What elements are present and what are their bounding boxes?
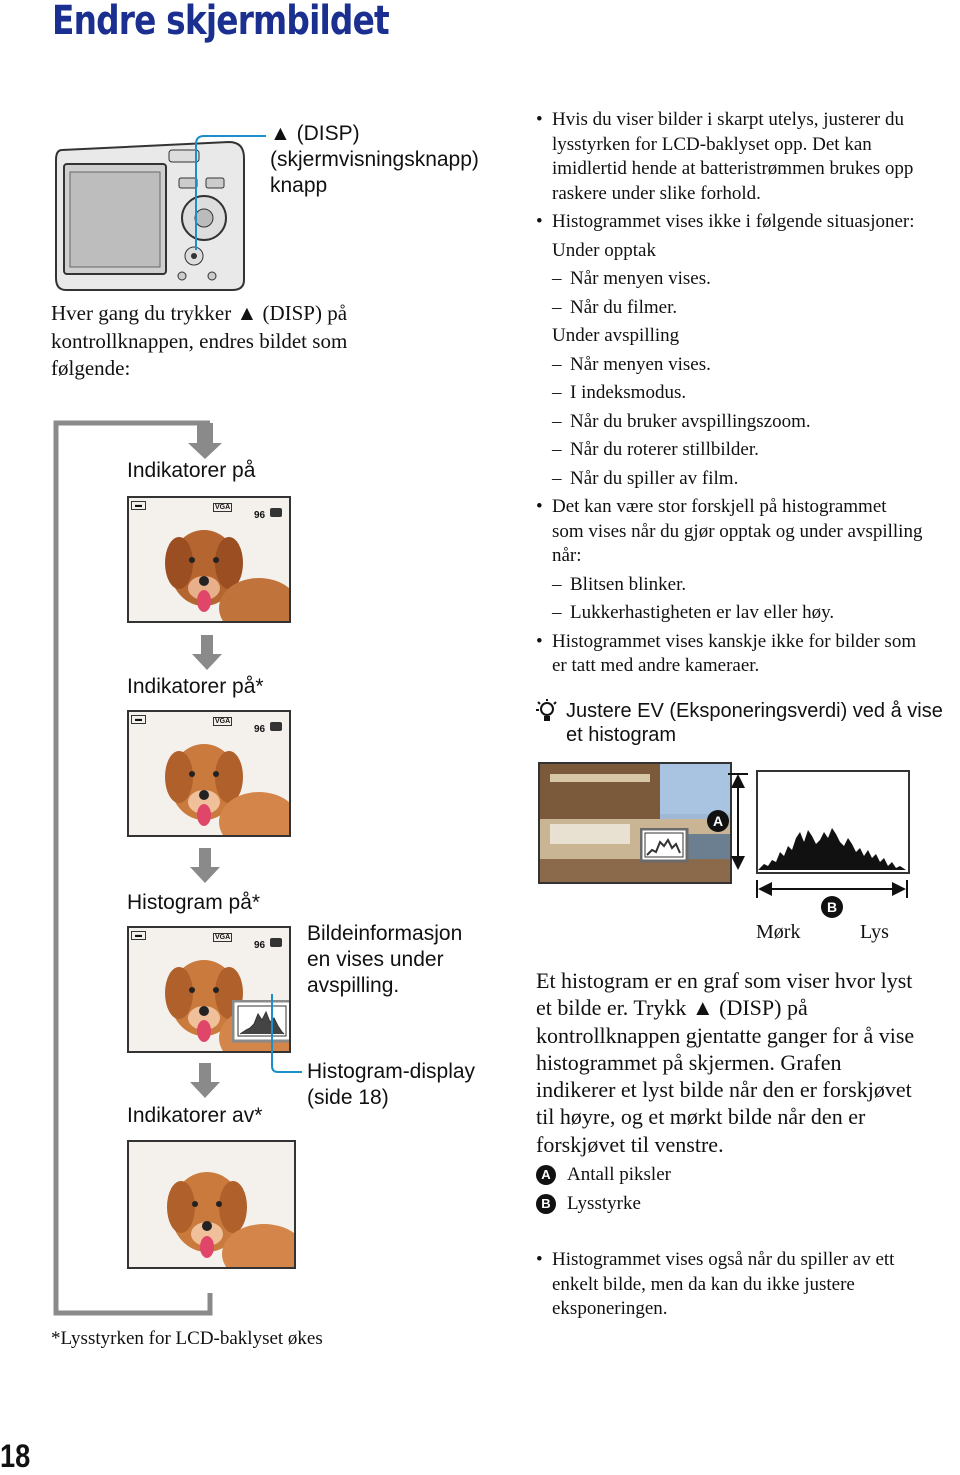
image-size-badge: VGA [213,933,233,942]
histogram-note: Histogram-display(side 18) [307,1060,476,1109]
histogram-explanation: Et histogram er en graf som viser hvor l… [536,968,915,1157]
callout-line [195,135,266,250]
dash-item: –Når du spiller av film. [552,467,739,489]
dash-item: –I indeksmodus. [552,382,687,403]
cycle-bracket [53,420,222,1316]
histogram-overlay [640,828,689,863]
screen-indicators-off [127,1140,296,1269]
remaining-count: 96 [254,940,266,951]
dash-item: –Når du bruker avspillingszoom. [552,410,811,432]
battery-icon: ▬ [131,931,146,940]
dash-item: –Lukkerhastigheten er lav eller høy. [552,602,835,623]
brightness-arrow [756,880,908,898]
bullet-item: • Hvis du viser bilder i skarpt utelys, … [536,109,914,204]
subheading: Under avspilling [552,325,680,346]
screen-histogram-on: ▬ VGA 96 [127,926,291,1053]
histogram-graph [756,770,910,874]
image-size-badge: VGA [213,503,233,512]
footnote: *Lysstyrken for LCD-baklyset økes [51,1328,323,1349]
remaining-count: 96 [254,510,266,521]
screen-indicators-on-bright: ▬ VGA 96 [127,710,291,837]
dog-photo [167,1172,294,1267]
memory-icon [270,508,282,517]
mode-label: Histogram på* [127,891,261,914]
mode-label: Indikatorer av* [127,1104,263,1127]
badge-b: B [821,896,843,918]
dash-item: –Når du roterer stillbilder. [552,439,759,460]
page-number: 18 [0,1438,31,1474]
subheading: Under opptak [552,239,656,261]
mode-label: Indikatorer på* [127,675,264,698]
sample-photo [538,762,732,884]
remaining-count: 96 [254,724,266,735]
dash-item: –Når du filmer. [552,296,678,318]
legend-item-a: A Antall piksler [536,1163,671,1188]
pixel-count-arrow [728,773,748,870]
dash-item: –Når menyen vises. [552,353,711,375]
dash-item: –Blitsen blinker. [552,573,687,595]
battery-icon: ▬ [131,715,146,724]
screen-indicators-on: ▬ VGA 96 [127,496,291,623]
memory-icon [270,722,282,731]
bullet-item: • Det kan være stor forskjell på histogr… [536,496,923,566]
notes-column: • Hvis du viser bilder i skarpt utelys, … [536,108,960,679]
building-photo [540,764,730,882]
legend: A Antall piksler B Lysstyrke [536,1163,671,1216]
memory-icon [270,938,282,947]
bullet-item: • Histogrammet vises kanskje ikke for bi… [536,630,917,677]
dog-photo [165,744,289,835]
dark-label: Mørk [756,921,801,943]
tip-bulb-icon [536,699,557,721]
tip-heading: Justere EV (Eksponeringsverdi) ved å vis… [566,700,943,746]
badge-a: A [707,810,729,832]
histogram-connector [271,994,302,1073]
dog-photo [165,530,289,621]
disp-button-callout: ▲ (DISP) (skjermvisningsknapp) knapp [270,122,479,197]
bullet-item: • Histogrammet vises også når du spiller… [536,1249,895,1319]
light-label: Lys [860,921,889,943]
battery-icon: ▬ [131,501,146,510]
image-size-badge: VGA [213,717,233,726]
page-title: Endre skjermbildet [52,0,390,44]
bullet-item: •Histogrammet vises ikke i følgende situ… [536,211,915,232]
final-note: • Histogrammet vises også når du spiller… [536,1248,960,1322]
legend-item-b: B Lysstyrke [536,1192,671,1217]
dash-item: –Når menyen vises. [552,268,711,289]
mode-label: Indikatorer på [127,459,256,482]
histogram-bars [758,828,906,870]
